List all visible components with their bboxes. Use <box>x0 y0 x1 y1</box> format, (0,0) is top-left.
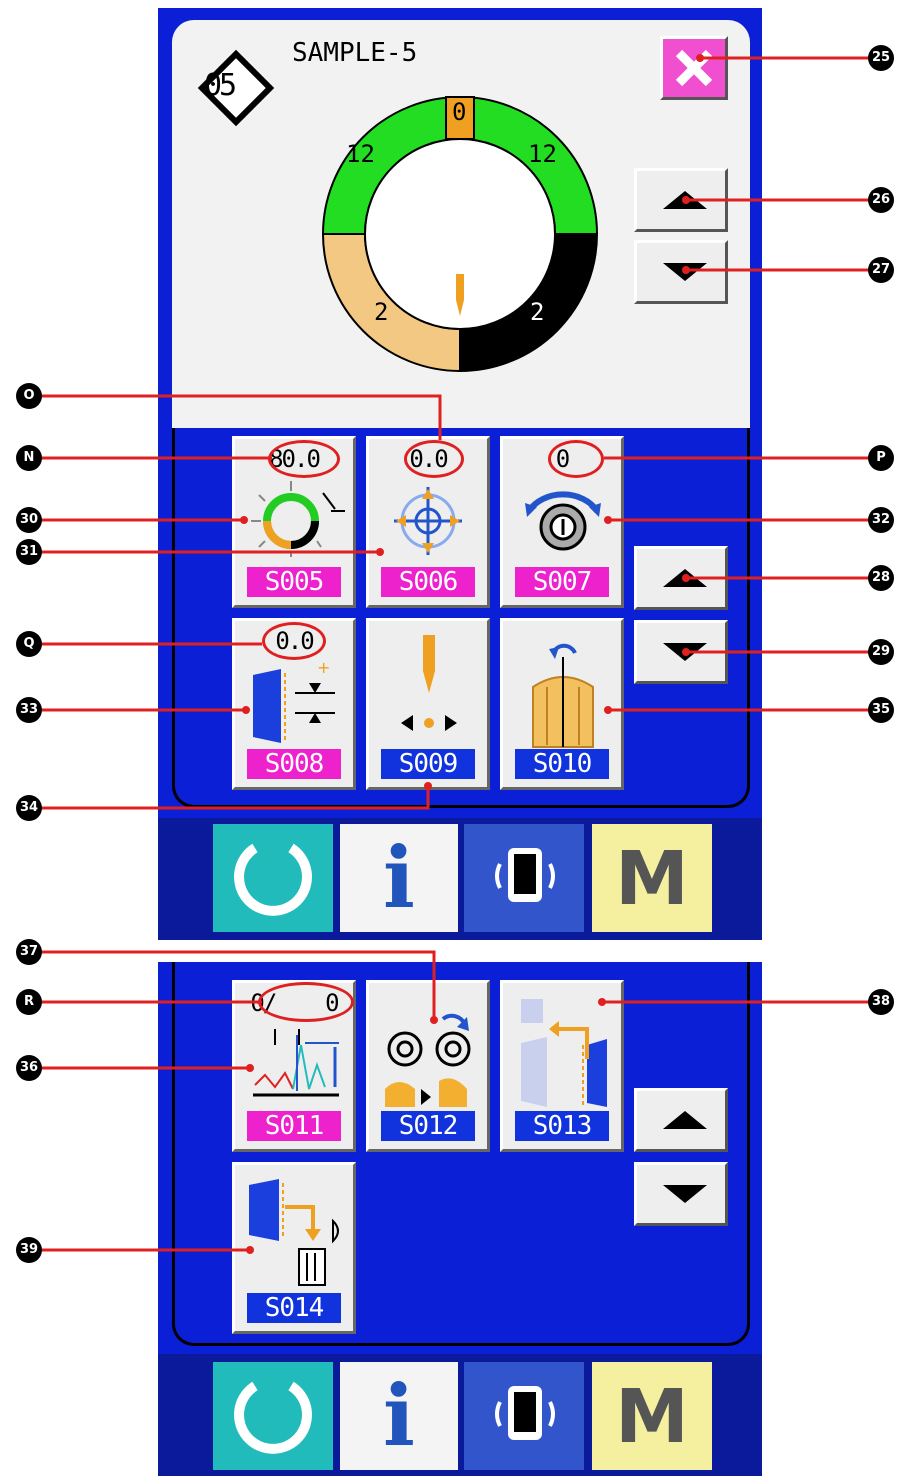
value-highlight-n <box>268 440 340 478</box>
callout-27: 27 <box>868 257 894 283</box>
callout-33: 33 <box>16 697 42 723</box>
crosshair-icon <box>394 487 462 555</box>
value-highlight-o <box>404 440 464 478</box>
callout-29: 29 <box>868 639 894 665</box>
callout-34: 34 <box>16 795 42 821</box>
value-highlight-p <box>548 440 604 478</box>
arrow-down-icon <box>663 1185 707 1203</box>
mode-button[interactable]: M <box>592 824 712 932</box>
material-return-icon <box>521 999 607 1107</box>
s013-button[interactable]: S013 <box>500 980 624 1152</box>
arrow-up-icon <box>663 191 707 209</box>
screen2-page-up[interactable] <box>634 1088 728 1152</box>
pattern-name: SAMPLE-5 <box>292 38 418 68</box>
s008-label: S008 <box>247 749 341 779</box>
page-up-button[interactable] <box>634 168 728 232</box>
arrow-down-icon <box>663 643 707 661</box>
s012-label: S012 <box>381 1111 475 1141</box>
ring-label-lower-left: 2 <box>374 298 389 326</box>
callout-n: N <box>16 445 42 471</box>
fabric-flip-icon <box>532 643 594 748</box>
s012-button[interactable]: S012 <box>366 980 490 1152</box>
stitch-ring: 0 12 12 2 2 <box>318 94 602 374</box>
communication-button-2[interactable] <box>464 1362 584 1470</box>
arrow-up-icon <box>663 1111 707 1129</box>
button-page-down[interactable] <box>634 620 728 684</box>
value-highlight-r <box>258 982 354 1022</box>
callout-36: 36 <box>16 1055 42 1081</box>
s005-label: S005 <box>247 567 341 597</box>
value-highlight-q <box>262 622 326 660</box>
communication-icon <box>495 848 555 902</box>
s010-button[interactable]: S010 <box>500 618 624 790</box>
callout-38: 38 <box>868 989 894 1015</box>
close-button[interactable] <box>660 36 728 100</box>
callout-r: R <box>16 989 42 1015</box>
s014-label: S014 <box>247 1293 341 1323</box>
callout-o: O <box>16 383 42 409</box>
ring-label-upper-right: 12 <box>528 140 557 168</box>
stacker-icon <box>249 1179 339 1286</box>
info-icon: i <box>383 1366 415 1465</box>
info-button[interactable]: i <box>340 824 458 932</box>
svg-text:+: + <box>317 658 330 677</box>
pattern-number: 05 <box>204 68 237 103</box>
pattern-number-icon: 05 <box>196 48 276 128</box>
ring-label-upper-left: 12 <box>346 140 375 168</box>
bobbin-change-icon <box>385 1013 471 1107</box>
ready-ring-icon <box>234 843 312 916</box>
info-button-2[interactable]: i <box>340 1362 458 1470</box>
mode-button-2[interactable]: M <box>592 1362 712 1470</box>
screen2-page-down[interactable] <box>634 1162 728 1226</box>
callout-p: P <box>868 445 894 471</box>
stitch-width-icon <box>253 1029 339 1097</box>
arrow-up-icon <box>663 569 707 587</box>
ready-button-2[interactable] <box>213 1362 333 1470</box>
s014-button[interactable]: S014 <box>232 1162 356 1334</box>
callout-30: 30 <box>16 507 42 533</box>
rotation-angle-icon <box>525 491 601 551</box>
s011-label: S011 <box>247 1111 341 1141</box>
info-icon: i <box>383 828 415 927</box>
callout-26: 26 <box>868 187 894 213</box>
s010-label: S010 <box>515 749 609 779</box>
ready-ring-icon <box>234 1381 312 1454</box>
mode-label: M <box>615 836 689 922</box>
callout-31: 31 <box>16 539 42 565</box>
s006-button[interactable]: 0.0 S006 <box>366 436 490 608</box>
s007-label: S007 <box>515 567 609 597</box>
callout-q: Q <box>16 631 42 657</box>
s006-label: S006 <box>381 567 475 597</box>
callout-37: 37 <box>16 939 42 965</box>
edge-offset-icon: + <box>253 658 335 743</box>
communication-button[interactable] <box>464 824 584 932</box>
callout-28: 28 <box>868 565 894 591</box>
ring-label-lower-right: 2 <box>530 298 545 326</box>
page-down-button[interactable] <box>634 240 728 304</box>
needle-position-icon <box>401 635 457 731</box>
s013-label: S013 <box>515 1111 609 1141</box>
close-icon <box>675 49 713 87</box>
communication-icon <box>495 1386 555 1440</box>
s009-button[interactable]: S009 <box>366 618 490 790</box>
callout-35: 35 <box>868 697 894 723</box>
ready-button[interactable] <box>213 824 333 932</box>
ring-size-icon <box>251 481 345 557</box>
arrow-down-icon <box>663 263 707 281</box>
ring-label-top: 0 <box>452 98 467 126</box>
callout-32: 32 <box>868 507 894 533</box>
mode-label: M <box>615 1374 689 1460</box>
s009-label: S009 <box>381 749 475 779</box>
callout-25: 25 <box>868 45 894 71</box>
callout-39: 39 <box>16 1237 42 1263</box>
button-page-up[interactable] <box>634 546 728 610</box>
